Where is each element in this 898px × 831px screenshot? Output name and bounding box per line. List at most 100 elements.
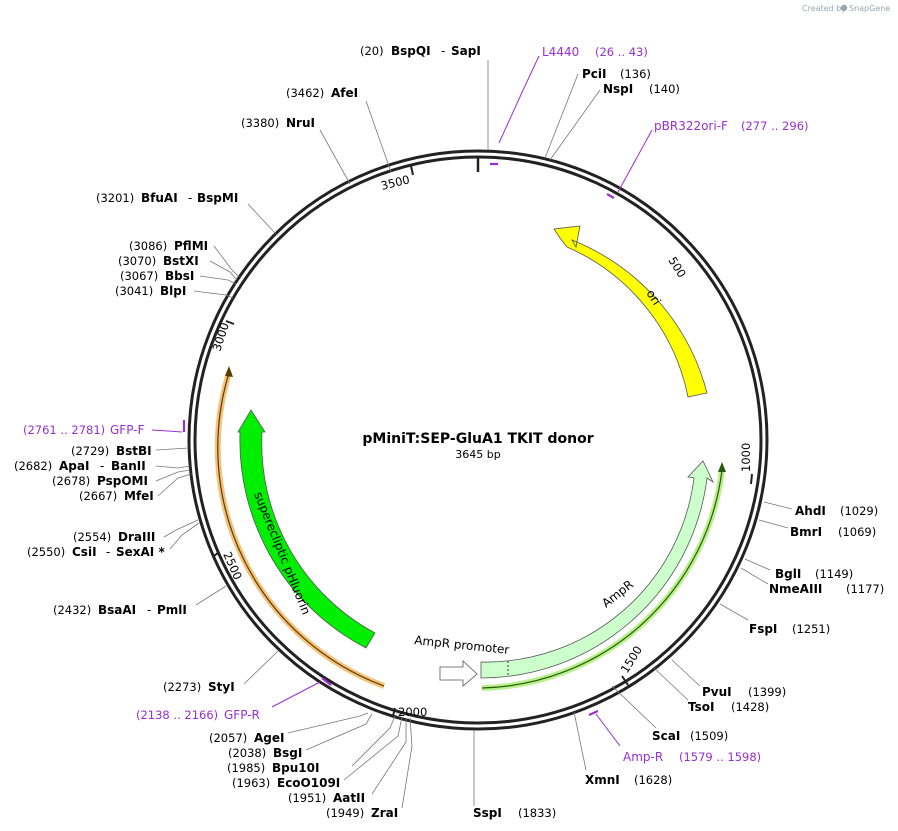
svg-text:BsaAI: BsaAI: [98, 603, 136, 617]
site-bstbi[interactable]: (2729) BstBI: [71, 444, 190, 458]
svg-text:(26 .. 43): (26 .. 43): [595, 45, 648, 59]
site-zrai[interactable]: (1949) ZraI: [326, 717, 413, 820]
svg-text:BstXI: BstXI: [163, 254, 199, 268]
site-pcii[interactable]: PciI (136): [544, 67, 651, 159]
svg-text:AfeI: AfeI: [331, 86, 358, 100]
svg-text:(3067): (3067): [120, 269, 158, 283]
site-blpi[interactable]: (3041) BlpI: [115, 284, 234, 299]
site-nmeaiii[interactable]: NmeAIII (1177): [740, 567, 884, 596]
primer-gfp-f[interactable]: (2761 .. 2781) GFP-F: [23, 420, 186, 437]
svg-text:(3462): (3462): [286, 86, 324, 100]
svg-text:2000: 2000: [398, 705, 427, 719]
site-sspi[interactable]: SspI (1833): [473, 730, 556, 820]
svg-text:(3041): (3041): [115, 284, 153, 298]
site-pspomi[interactable]: (2678) PspOMI: [52, 469, 191, 488]
svg-text:(2432): (2432): [53, 603, 91, 617]
site-tsoi[interactable]: TsoI (1428): [653, 667, 769, 714]
svg-text:(1579 .. 1598): (1579 .. 1598): [679, 750, 761, 764]
ori-arrow: [553, 225, 708, 398]
primer-gfp-r[interactable]: (2138 .. 2166) GFP-R: [136, 677, 332, 722]
primer-pbr322ori-f[interactable]: pBR322ori-F (277 .. 296): [606, 119, 809, 199]
svg-text:(2038): (2038): [228, 746, 266, 760]
svg-text:BspQI: BspQI: [391, 44, 431, 58]
site-bsgi[interactable]: (2038) BsgI: [228, 713, 373, 760]
site-bbsi[interactable]: (3067) BbsI: [120, 269, 237, 285]
svg-text:SexAI *: SexAI *: [116, 545, 165, 559]
svg-text:PflMI: PflMI: [174, 239, 208, 253]
gfp-highlight-arrowhead: [225, 366, 233, 377]
svg-text:(2550): (2550): [27, 545, 65, 559]
svg-text:(1177): (1177): [846, 582, 884, 596]
svg-text:BanII: BanII: [111, 459, 146, 473]
site-ahdi[interactable]: AhdI (1029): [763, 501, 878, 518]
site-nspi[interactable]: NspI (140): [549, 82, 680, 161]
svg-text:(1149): (1149): [815, 567, 853, 581]
site-eco0109i[interactable]: (1963) EcoO109I: [232, 716, 403, 790]
svg-text:(20): (20): [360, 44, 384, 58]
plasmid-name: pMiniT:SEP-GluA1 TKIT donor: [362, 431, 593, 447]
svg-text:(2057): (2057): [209, 731, 247, 745]
svg-text:(2554): (2554): [73, 530, 111, 544]
site-apai-banii[interactable]: (2682) ApaI - BanII: [14, 459, 191, 473]
site-fspi[interactable]: FspI (1251): [719, 603, 830, 636]
svg-text:(2761 .. 2781): (2761 .. 2781): [23, 423, 105, 437]
svg-text:1000: 1000: [739, 443, 753, 472]
svg-text:-: -: [106, 545, 110, 559]
site-styi[interactable]: (2273) StyI: [163, 650, 279, 694]
svg-text:GFP-F: GFP-F: [110, 423, 145, 437]
site-bfuai-bspmi[interactable]: (3201) BfuAI - BspMI: [96, 191, 277, 235]
site-afei[interactable]: (3462) AfeI: [286, 86, 392, 173]
site-bstxi[interactable]: (3070) BstXI: [118, 254, 238, 281]
feature-ampr-promoter[interactable]: AmpR promoter: [414, 633, 510, 687]
primer-l4440[interactable]: L4440 (26 .. 43): [490, 45, 648, 166]
tick-1000: 1000: [739, 443, 753, 485]
feature-ori[interactable]: ori: [553, 225, 708, 398]
site-nrui[interactable]: (3380) NruI: [241, 116, 351, 185]
svg-text:(2729): (2729): [71, 444, 109, 458]
svg-text:GFP-R: GFP-R: [224, 708, 260, 722]
site-mfei[interactable]: (2667) MfeI: [79, 473, 192, 503]
site-bspqi-sapi[interactable]: (20) BspQI - SapI: [360, 44, 489, 150]
svg-text:L4440: L4440: [542, 45, 579, 59]
svg-text:FspI: FspI: [749, 622, 777, 636]
primer-amp-r[interactable]: Amp-R (1579 .. 1598): [588, 709, 761, 764]
tick-2000: 2000: [392, 705, 427, 719]
svg-text:(1963): (1963): [232, 776, 270, 790]
svg-text:(1833): (1833): [518, 806, 556, 820]
svg-text:ZraI: ZraI: [371, 806, 398, 820]
site-csii-sexai[interactable]: (2550) CsiI - SexAI *: [27, 522, 200, 559]
svg-text:(2273): (2273): [163, 680, 201, 694]
site-bsaai-pmli[interactable]: (2432) BsaAI - PmlI: [53, 585, 227, 617]
site-bgli[interactable]: BglI (1149): [744, 558, 853, 581]
svg-text:(140): (140): [649, 82, 680, 96]
svg-text:SspI: SspI: [473, 806, 502, 820]
tick-500: 500: [665, 254, 689, 280]
svg-text:XmnI: XmnI: [585, 773, 620, 787]
svg-text:(1399): (1399): [748, 685, 786, 699]
site-pvui[interactable]: PvuI (1399): [671, 659, 786, 699]
svg-text:(1628): (1628): [634, 773, 672, 787]
site-xmni[interactable]: XmnI (1628): [573, 711, 672, 787]
svg-text:CsiI: CsiI: [72, 545, 97, 559]
svg-text:PmlI: PmlI: [157, 603, 187, 617]
svg-text:AhdI: AhdI: [795, 504, 826, 518]
svg-text:MfeI: MfeI: [124, 489, 154, 503]
svg-text:3500: 3500: [379, 172, 411, 193]
svg-text:(3380): (3380): [241, 116, 279, 130]
site-draiii[interactable]: (2554) DraIII: [73, 519, 199, 544]
svg-text:PspOMI: PspOMI: [97, 474, 148, 488]
site-bpu10i[interactable]: (1985) Bpu10I: [227, 715, 396, 775]
svg-text:EcoO109I: EcoO109I: [277, 776, 340, 790]
feature-ampr[interactable]: AmpR: [480, 460, 714, 679]
site-bmri[interactable]: BmrI (1069): [758, 519, 876, 539]
site-pflmi[interactable]: (3086) PflMI: [129, 239, 240, 278]
svg-text:BbsI: BbsI: [165, 269, 194, 283]
snapgene-credit: Created by SnapGene: [802, 4, 890, 13]
feature-sep[interactable]: superecliptic pHluorin: [237, 409, 376, 649]
site-scai[interactable]: ScaI (1509): [611, 685, 728, 743]
site-aatii[interactable]: (1951) AatII: [288, 718, 407, 805]
svg-text:Bpu10I: Bpu10I: [272, 761, 319, 775]
site-agei[interactable]: (2057) AgeI: [209, 712, 369, 745]
svg-text:(2682): (2682): [14, 459, 52, 473]
